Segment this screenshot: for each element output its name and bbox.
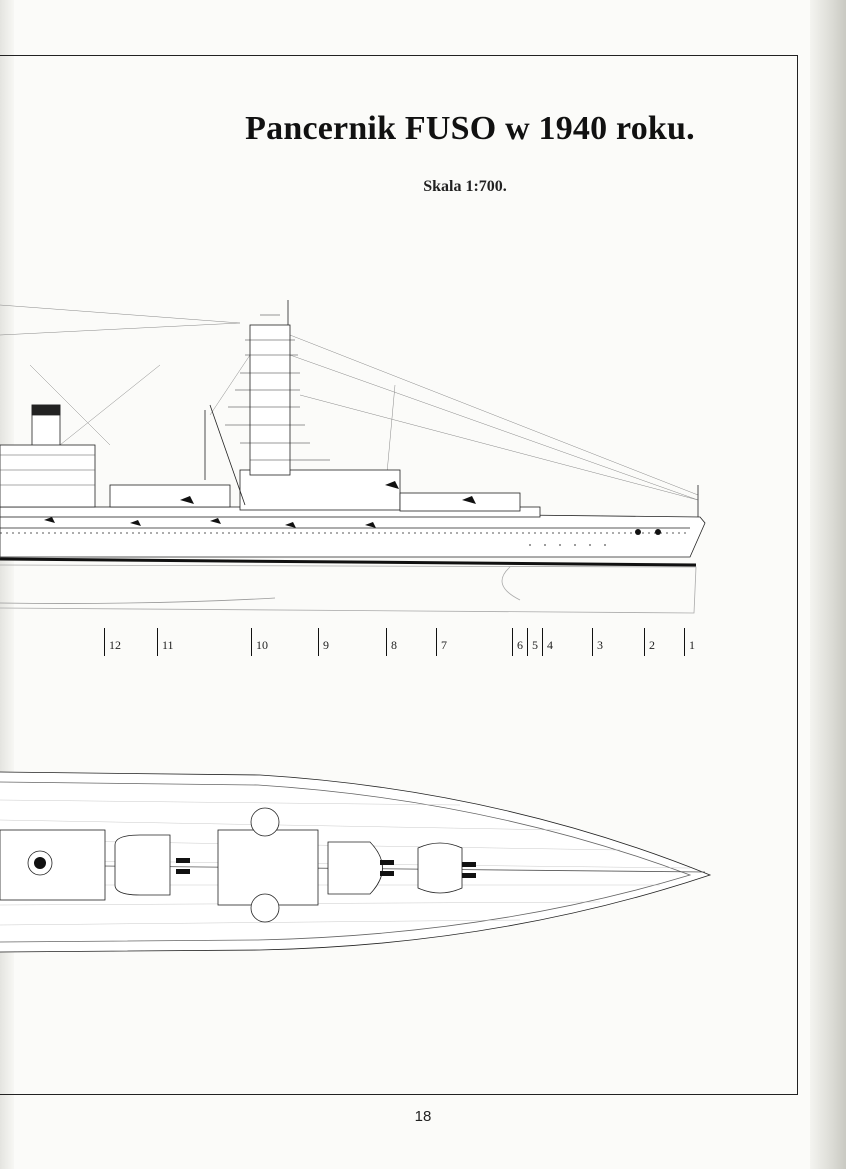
- frame-number: 3: [597, 638, 603, 652]
- page-title: Pancernik FUSO w 1940 roku.: [245, 110, 695, 147]
- frame-number-scale: 12 11 10 9 8 7 6 5 4 3 2 1: [0, 620, 798, 660]
- frame-number: 5: [532, 638, 538, 652]
- frame-number: 4: [547, 638, 553, 652]
- ship-plan-view: [0, 771, 712, 953]
- frame-number: 6: [517, 638, 523, 652]
- frame-number: 10: [256, 638, 268, 652]
- ship-side-profile: [0, 300, 706, 614]
- scan-edge-right: [810, 0, 846, 1169]
- scale-label: Skala 1:700.: [423, 178, 507, 195]
- frame-number: 8: [391, 638, 397, 652]
- page-number: 18: [414, 1108, 432, 1125]
- frame-number: 2: [649, 638, 655, 652]
- frame-number: 1: [689, 638, 695, 652]
- frame-number: 7: [441, 638, 447, 652]
- frame-number: 12: [109, 638, 121, 652]
- page-frame: [0, 55, 798, 1095]
- frame-number: 11: [162, 638, 174, 652]
- frame-number: 9: [323, 638, 329, 652]
